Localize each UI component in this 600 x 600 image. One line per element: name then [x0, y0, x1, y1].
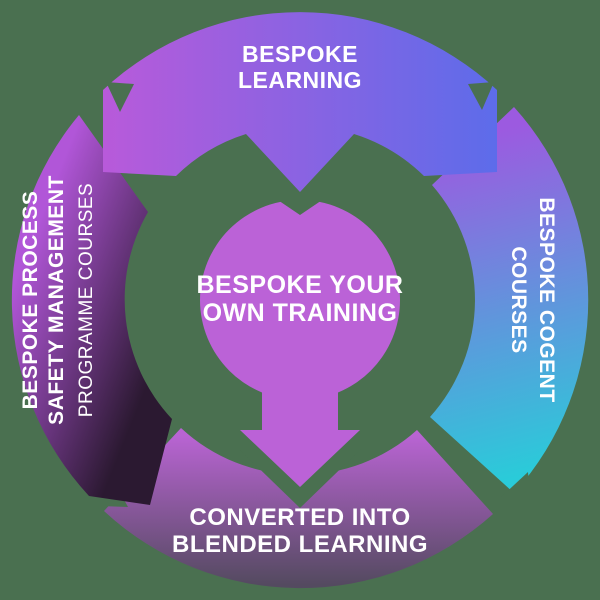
segment-bottom-label-line1: CONVERTED INTO	[189, 504, 410, 531]
segment-bottom-label-line2: BLENDED LEARNING	[172, 531, 428, 558]
segment-left-label-line3: PROGRAMME COURSES	[76, 183, 97, 417]
segment-right-arc	[430, 107, 589, 493]
center-label-line2: OWN TRAINING	[203, 299, 398, 327]
center-circle-top-notch	[266, 192, 334, 215]
segment-top-label-line1: BESPOKE	[242, 41, 358, 67]
segment-right-label: BESPOKE COGENT COURSES	[507, 197, 558, 402]
segment-left-arc	[11, 115, 172, 505]
center-label-line1: BESPOKE YOUR	[197, 271, 404, 299]
segment-right-label-line2: COURSES	[507, 246, 530, 353]
segment-top-label: BESPOKE LEARNING	[238, 41, 362, 93]
center-down-arrow	[240, 370, 360, 487]
segment-left-label-line2: SAFETY MANAGEMENT	[45, 175, 68, 425]
center-label: BESPOKE YOUR OWN TRAINING	[197, 271, 404, 327]
segment-left-label-line1: BESPOKE PROCESS	[19, 191, 42, 410]
segment-top-left-notch	[106, 82, 134, 112]
segment-top-arc	[103, 12, 497, 192]
segment-top-label-line2: LEARNING	[238, 67, 362, 93]
segment-right-label-line1: BESPOKE COGENT	[535, 197, 558, 402]
segment-bottom-arc	[104, 428, 493, 589]
segment-bottom-label: CONVERTED INTO BLENDED LEARNING	[172, 504, 428, 558]
segment-right-end-notch	[500, 472, 530, 500]
segment-left-label: BESPOKE PROCESS SAFETY MANAGEMENT PROGRA…	[19, 175, 97, 425]
center-node	[200, 192, 400, 487]
center-circle	[200, 200, 400, 400]
segment-top-right-notch	[468, 82, 494, 110]
